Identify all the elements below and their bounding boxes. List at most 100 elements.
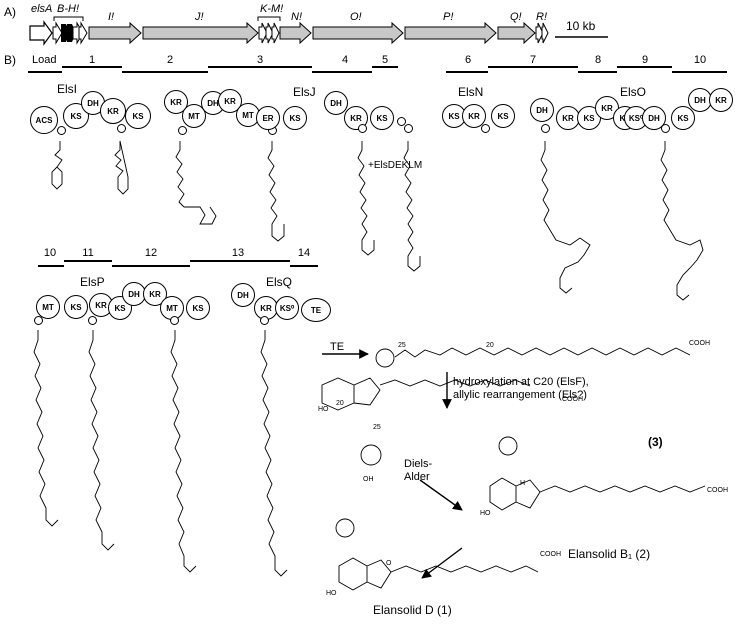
domain-elsj-er: ER [256,106,280,130]
domain-elsp-kr2: KR [143,282,167,306]
module-7: 7 [529,54,537,66]
atom-cooh-1: COOH [689,340,710,347]
acp-circle [661,124,670,133]
gene-arrow-L [265,22,274,44]
atom-ho: HO [318,406,329,413]
elansolid-d-label: Elansolid D (1) [373,603,452,617]
acp-circle [397,117,406,126]
atom-c25b: 25 [373,424,381,431]
atom-ho-2: HO [326,590,337,597]
gene-label-bh: B-H! [57,3,79,15]
gene-arrow-R2 [541,22,549,44]
gene-arrow-R [535,22,544,44]
module-10: 10 [693,54,707,66]
module-8: 8 [594,54,602,66]
reaction-arrows [322,349,463,579]
gene-arrow-elsA [29,20,53,46]
gene-arrow-P [404,21,497,45]
domain-elsj-kr2: KR [218,89,242,113]
module-11: 11 [82,247,94,259]
acp-circle [541,124,550,133]
step1-text: hydroxylation at C20 (ElsF), allylic rea… [453,376,589,401]
domain-elsi-acs: ACS [30,106,58,134]
protein-elso: ElsO [620,85,647,99]
atom-c20b: 20 [336,400,344,407]
module-13: 13 [231,247,245,259]
acp-circle [88,316,97,325]
acp-circle [481,124,490,133]
domain-elsq-te: TE [301,298,331,322]
elansolid-b1-label: Elansolid B₁ (2) [568,547,651,561]
gene-arrow-O [312,21,404,45]
module-3: 3 [256,54,264,66]
domain-elso-kr3: KR [709,88,733,112]
intermediate-structures [33,140,706,591]
domain-elsp-ks3: KS [186,296,210,320]
domain-elsp-ks: KS [64,295,88,319]
domain-elsj-mt2: MT [236,103,260,127]
domain-elsi-ks2: KS [125,103,151,129]
protein-elsn: ElsN [458,85,484,99]
gene-label-o: O! [350,11,362,23]
domain-elso-dh: DH [530,98,554,122]
compound-3-label: (3) [648,435,663,449]
module-load: Load [32,54,57,66]
gene-label-km: K-M! [260,3,284,15]
atom-cooh-3: COOH [707,487,728,494]
module-9: 9 [641,54,649,66]
gene-label-q: Q! [510,11,522,23]
domain-elsn-ks2: KS [491,104,515,128]
gene-arrow-K [258,22,268,44]
atom-cooh-2: COOH [562,396,583,403]
gene-arrow-M [271,22,280,44]
protein-elsi: ElsI [57,82,78,96]
module-10b: 10 [43,247,57,259]
scale-label: 10 kb [566,19,596,33]
atom-ho-3: HO [480,510,491,517]
gene-arrow-small [52,21,63,45]
domain-elsi-kr: KR [100,98,126,124]
acp-circle [34,316,43,325]
module-5: 5 [381,54,389,66]
addition-label: +ElsDEKLM [368,160,423,171]
gene-arrow-E [78,21,88,45]
domain-elsp-mt: MT [36,295,60,319]
module-12: 12 [144,247,158,259]
acp-circle [178,126,187,135]
protein-elsj: ElsJ [293,85,316,99]
acp-circle [117,124,126,133]
acp-circle [404,124,413,133]
gene-arrow-J [142,21,259,45]
domain-elsj-ks2: KS [370,106,394,130]
domain-elsj-dh2: DH [324,91,348,115]
panel-b-label: B) [4,53,16,67]
gene-arrow-I [88,21,142,45]
module-6: 6 [464,54,472,66]
panel-a-label: A) [4,5,16,19]
acp-circle [260,316,269,325]
acp-circle [170,316,179,325]
domain-elsq-ks0: KS⁰ [275,296,299,320]
domain-elso-dh3: DH [688,88,712,112]
gene-label-p: P! [443,11,454,23]
module-2: 2 [166,54,174,66]
gene-label-i: I! [108,11,115,23]
domain-elsi-ks: KS [63,103,89,129]
protein-elsq: ElsQ [266,275,293,289]
atom-c20: 20 [486,342,494,349]
gene-label-r: R! [536,11,547,23]
atom-c25: 25 [398,342,406,349]
gene-label-elsA: elsA [31,3,53,15]
atom-oh: OH [363,476,374,483]
acp-circle [358,124,367,133]
gene-cluster [29,16,608,46]
atom-cooh-4: COOH [540,551,561,558]
module-14: 14 [297,247,311,259]
module-4: 4 [341,54,349,66]
domain-elso-ks3: KS [671,106,695,130]
domain-elso-kr: KR [556,106,580,130]
domain-elsj-ks: KS [283,106,307,130]
gene-label-n: N! [291,11,302,23]
